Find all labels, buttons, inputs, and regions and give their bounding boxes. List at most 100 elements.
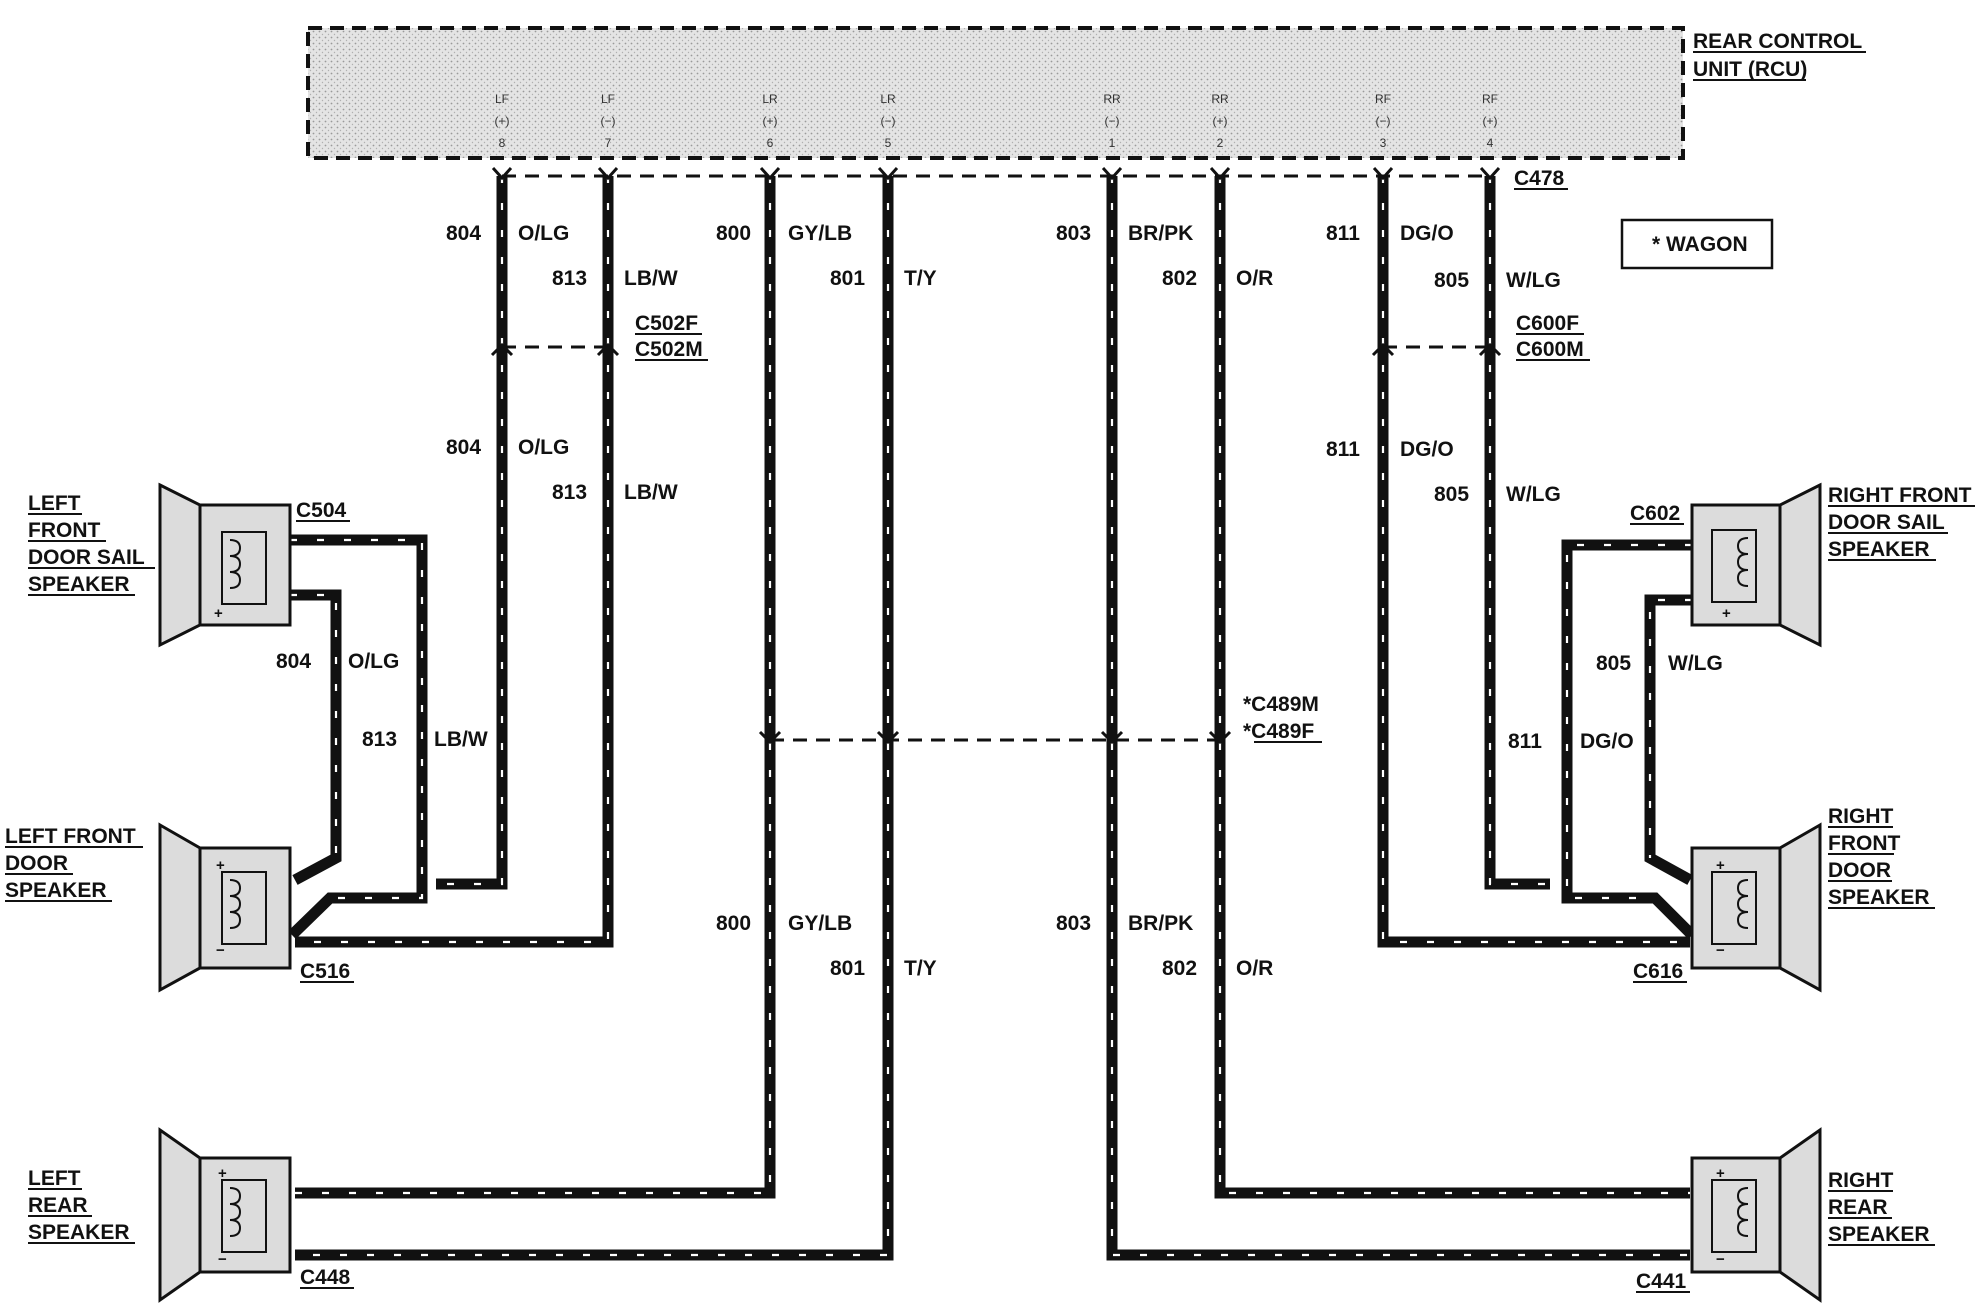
circuit-811: 811 (1326, 438, 1360, 461)
svg-text:(+): (+) (1483, 114, 1498, 128)
label-rf-door: RIGHT FRONT DOOR SPEAKER (1828, 805, 1935, 909)
r-rear-plus: + (1716, 1165, 1725, 1182)
svg-text:RIGHT FRONT: RIGHT FRONT (1828, 484, 1972, 507)
svg-text:SPEAKER: SPEAKER (28, 1221, 130, 1244)
color-gylb: GY/LB (788, 222, 852, 245)
label-c489f: *C489F (1243, 720, 1314, 743)
color-ty: T/Y (904, 957, 937, 980)
svg-text:RIGHT: RIGHT (1828, 805, 1894, 828)
circuit-802: 802 (1162, 957, 1197, 980)
color-brpk: BR/PK (1128, 912, 1193, 935)
wagon-legend: * WAGON (1620, 218, 1774, 270)
speaker-right-rear: + − (1690, 1127, 1822, 1303)
svg-text:LF: LF (495, 92, 509, 106)
wire-803-brpk (1106, 176, 1690, 1261)
rcu-pin-rf-minus: RF (−) 3 (1375, 92, 1391, 150)
svg-text:8: 8 (499, 136, 506, 150)
circuit-801: 801 (830, 957, 865, 980)
speaker-left-front-sail: + (158, 482, 292, 648)
l-rear-plus: + (218, 1165, 227, 1182)
svg-text:(+): (+) (1213, 114, 1228, 128)
color-or: O/R (1236, 957, 1273, 980)
label-c600m: C600M (1516, 338, 1584, 361)
color-wlg: W/LG (1668, 652, 1723, 675)
color-lbw: LB/W (624, 481, 678, 504)
wires (288, 166, 1696, 1261)
label-c441: C441 (1636, 1270, 1687, 1293)
circuit-813: 813 (552, 267, 587, 290)
color-lbw: LB/W (624, 267, 678, 290)
label-c516: C516 (300, 960, 350, 983)
svg-text:SPEAKER: SPEAKER (28, 573, 130, 596)
svg-text:DOOR SAIL: DOOR SAIL (1828, 511, 1945, 534)
svg-text:FRONT: FRONT (1828, 832, 1900, 855)
color-olg: O/LG (518, 436, 569, 459)
color-brpk: BR/PK (1128, 222, 1193, 245)
circuit-802: 802 (1162, 267, 1197, 290)
svg-text:(+): (+) (495, 114, 510, 128)
rcu-title-line2: UNIT (RCU) (1693, 58, 1807, 81)
wire-804-olg (290, 176, 508, 890)
label-l-rear: LEFT REAR SPEAKER (28, 1167, 135, 1244)
svg-text:RR: RR (1103, 92, 1121, 106)
svg-text:RF: RF (1482, 92, 1498, 106)
color-or: O/R (1236, 267, 1273, 290)
svg-text:DOOR: DOOR (1828, 859, 1891, 882)
circuit-804: 804 (446, 222, 481, 245)
color-ty: T/Y (904, 267, 937, 290)
svg-text:LEFT FRONT: LEFT FRONT (5, 825, 136, 848)
svg-text:LR: LR (762, 92, 778, 106)
label-c448: C448 (300, 1266, 351, 1289)
circuit-813: 813 (552, 481, 587, 504)
svg-text:SPEAKER: SPEAKER (1828, 538, 1930, 561)
label-c616: C616 (1633, 960, 1683, 983)
wire-805-wlg (1484, 176, 1693, 890)
svg-text:2: 2 (1217, 136, 1224, 150)
rcu-pin-rr-plus: RR (+) 2 (1211, 92, 1229, 150)
circuit-805: 805 (1596, 652, 1631, 675)
circuit-804: 804 (446, 436, 481, 459)
label-c502f: C502F (635, 312, 698, 335)
wire-800-gylb (295, 176, 776, 1199)
label-c478: C478 (1514, 167, 1565, 190)
circuit-804: 804 (276, 650, 311, 673)
label-lf-sail: LEFT FRONT DOOR SAIL SPEAKER (28, 492, 155, 596)
svg-text:LR: LR (880, 92, 896, 106)
l-rear-minus: − (218, 1251, 227, 1268)
color-dgo: DG/O (1580, 730, 1634, 753)
rcu-pin-rr-minus: RR (−) 1 (1103, 92, 1121, 150)
color-gylb: GY/LB (788, 912, 852, 935)
svg-text:SPEAKER: SPEAKER (1828, 886, 1930, 909)
speaker-right-front-sail: + (1690, 482, 1822, 648)
svg-text:LF: LF (601, 92, 615, 106)
circuit-813: 813 (362, 728, 397, 751)
label-lf-door: LEFT FRONT DOOR SPEAKER (5, 825, 143, 902)
svg-text:REAR: REAR (1828, 1196, 1888, 1219)
color-wlg: W/LG (1506, 483, 1561, 506)
circuit-labels: 804 O/LG 813 LB/W 804 O/LG 813 LB/W 804 … (276, 222, 1723, 980)
color-dgo: DG/O (1400, 438, 1454, 461)
color-olg: O/LG (348, 650, 399, 673)
circuit-800: 800 (716, 222, 751, 245)
connector-dash-lines (502, 174, 1490, 742)
rf-sail-plus: + (1722, 605, 1731, 622)
connector-labels: C478 C502F C502M C600F C600M *C489M *C48… (296, 167, 1690, 1293)
wire-801-ty (295, 176, 894, 1261)
svg-text:SPEAKER: SPEAKER (5, 879, 107, 902)
label-rf-sail: RIGHT FRONT DOOR SAIL SPEAKER (1828, 484, 1975, 561)
svg-text:LEFT: LEFT (28, 492, 81, 515)
label-c502m: C502M (635, 338, 703, 361)
wire-811-dgo (1377, 176, 1696, 948)
svg-text:6: 6 (767, 136, 774, 150)
circuit-805: 805 (1434, 269, 1469, 292)
wagon-legend-text: * WAGON (1652, 233, 1748, 256)
speaker-labels: LEFT FRONT DOOR SAIL SPEAKER LEFT FRONT … (5, 484, 1975, 1246)
svg-text:RF: RF (1375, 92, 1391, 106)
svg-text:3: 3 (1380, 136, 1387, 150)
r-rear-minus: − (1716, 1251, 1725, 1268)
svg-text:RR: RR (1211, 92, 1229, 106)
circuit-800: 800 (716, 912, 751, 935)
rf-door-minus: − (1716, 942, 1725, 959)
